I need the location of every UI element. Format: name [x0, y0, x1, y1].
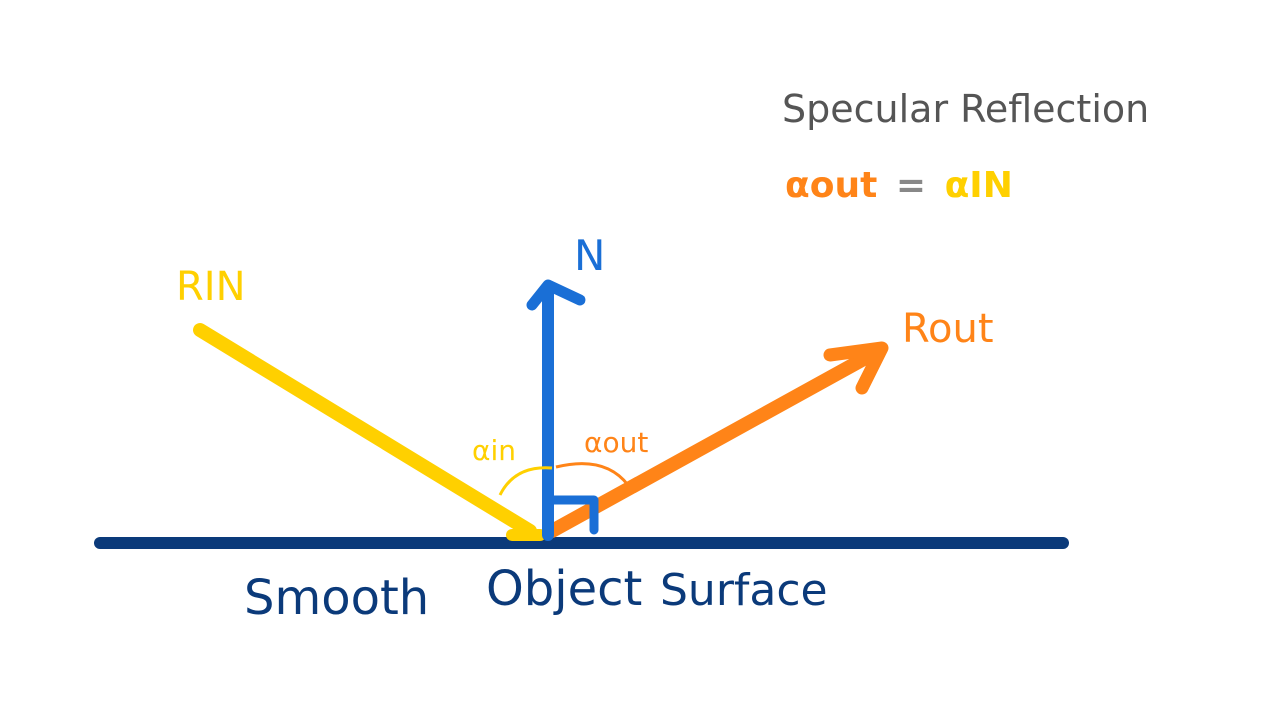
surface-label-smooth: Smooth	[244, 570, 429, 626]
equation: αout = αIN	[785, 165, 1013, 206]
angle-in-label: αin	[472, 434, 516, 467]
equation-lhs: αout	[785, 165, 877, 206]
incoming-ray-label: RIN	[176, 264, 246, 310]
normal-label: N	[574, 231, 605, 280]
surface-label-object: Object	[486, 561, 642, 617]
outgoing-ray-label: Rout	[902, 306, 994, 352]
normal-arrowhead	[526, 279, 586, 311]
angle-out-label: αout	[584, 426, 648, 459]
angle-out-arc	[555, 462, 630, 486]
equation-equals: =	[896, 165, 926, 206]
incoming-ray	[193, 323, 537, 538]
title-text: Specular Reflection	[782, 87, 1149, 131]
outgoing-arrowhead	[823, 341, 889, 395]
surface-label-surface: Surface	[660, 565, 828, 616]
equation-rhs: αIN	[945, 165, 1013, 206]
outgoing-ray	[545, 343, 887, 538]
angle-in-arc	[498, 466, 553, 496]
right-angle-marker	[547, 495, 599, 535]
